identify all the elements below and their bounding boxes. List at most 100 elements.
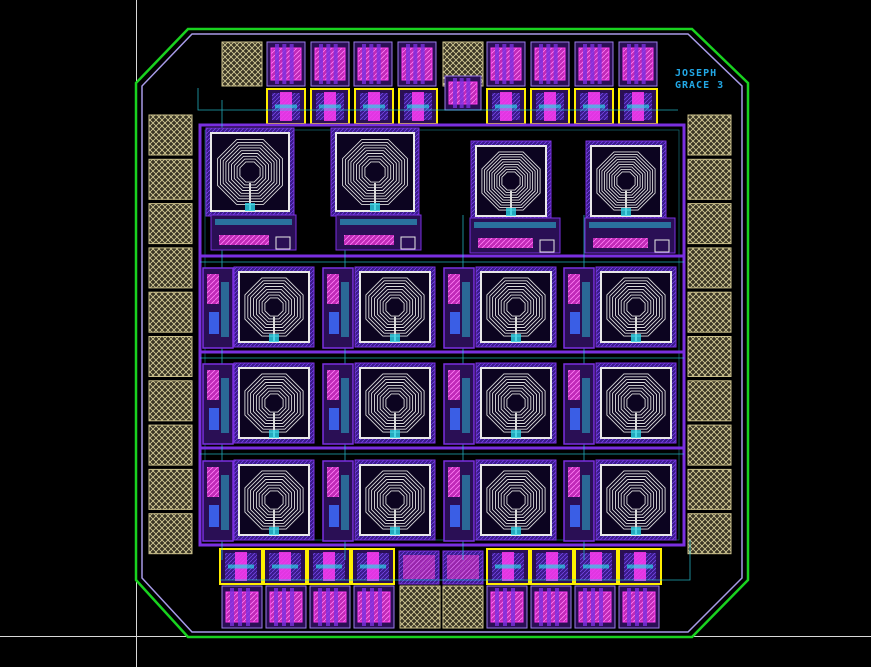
transistor-cell-icon[interactable]	[443, 267, 475, 349]
core-region	[198, 123, 686, 547]
io-cell[interactable]	[309, 585, 351, 629]
octagonal-spiral-inductor-icon[interactable]	[354, 266, 436, 348]
inductor-turn	[598, 153, 654, 209]
bond-pad-icon[interactable]	[148, 203, 193, 245]
transistor-cell-icon[interactable]	[310, 88, 350, 125]
io-cell[interactable]	[397, 41, 437, 87]
transistor-cell-icon[interactable]	[307, 548, 351, 585]
io-cell[interactable]	[353, 585, 395, 629]
octagonal-spiral-inductor-icon[interactable]	[475, 459, 557, 541]
transistor-cell-icon[interactable]	[530, 88, 570, 125]
io-cell[interactable]	[530, 41, 570, 87]
io-cell[interactable]	[618, 585, 660, 629]
octagonal-spiral-inductor-icon[interactable]	[595, 266, 677, 348]
octagonal-spiral-inductor-icon[interactable]	[233, 266, 315, 348]
bond-pad-icon[interactable]	[221, 41, 263, 87]
bond-pad-icon[interactable]	[148, 114, 193, 156]
bond-pad-icon[interactable]	[148, 468, 193, 510]
bond-pad-icon[interactable]	[148, 513, 193, 555]
octagonal-spiral-inductor-icon[interactable]	[595, 459, 677, 541]
inductor-turn	[495, 286, 537, 328]
io-cell[interactable]	[444, 75, 482, 111]
io-cell[interactable]	[221, 585, 263, 629]
transistor-cell-icon[interactable]	[351, 548, 395, 585]
bond-pad-icon[interactable]	[148, 158, 193, 200]
transistor-cell-icon[interactable]	[263, 548, 307, 585]
transistor-cell-icon[interactable]	[202, 267, 234, 349]
octagonal-spiral-inductor-icon[interactable]	[475, 266, 557, 348]
io-cell[interactable]	[618, 41, 658, 87]
io-cell[interactable]	[353, 41, 393, 87]
bond-pad-icon[interactable]	[148, 336, 193, 377]
transistor-cell-icon[interactable]	[322, 363, 354, 445]
octagonal-spiral-inductor-icon[interactable]	[470, 140, 552, 222]
transistor-cell-icon[interactable]	[618, 548, 662, 585]
octagonal-spiral-inductor-icon[interactable]	[354, 362, 436, 444]
io-cell[interactable]	[486, 41, 526, 87]
transistor-cell-icon[interactable]	[202, 363, 234, 445]
octagonal-spiral-inductor-icon[interactable]	[233, 459, 315, 541]
transistor-cell-icon[interactable]	[574, 548, 618, 585]
bond-pad-icon[interactable]	[442, 585, 484, 629]
io-cell-finger	[599, 588, 603, 626]
transistor-cell-icon[interactable]	[563, 267, 595, 349]
io-cell-finger	[326, 44, 331, 84]
io-cell[interactable]	[530, 585, 572, 629]
transistor-cell-icon[interactable]	[322, 267, 354, 349]
bond-pad-icon[interactable]	[687, 247, 732, 289]
transistor-cell-icon[interactable]	[266, 88, 306, 125]
transistor-cell-icon[interactable]	[354, 88, 394, 125]
octagonal-spiral-inductor-icon[interactable]	[585, 140, 667, 222]
inductor-port	[390, 334, 400, 342]
transistor-cell-icon[interactable]	[443, 460, 475, 542]
inductor-turn	[379, 291, 411, 323]
transistor-cell-icon[interactable]	[563, 363, 595, 445]
bond-pad-icon[interactable]	[687, 424, 732, 466]
octagonal-spiral-inductor-icon[interactable]	[205, 127, 295, 217]
bond-pad-icon[interactable]	[687, 203, 732, 245]
transistor-cell-icon[interactable]	[469, 217, 561, 254]
inductor-port	[631, 430, 641, 438]
io-cell[interactable]	[266, 41, 306, 87]
octagonal-spiral-inductor-icon[interactable]	[475, 362, 557, 444]
octagonal-spiral-inductor-icon[interactable]	[330, 127, 420, 217]
bond-pad-icon[interactable]	[687, 291, 732, 333]
io-cell[interactable]	[265, 585, 307, 629]
transistor-cell-icon[interactable]	[486, 88, 526, 125]
octagonal-spiral-inductor-icon[interactable]	[233, 362, 315, 444]
transistor-cell-icon[interactable]	[219, 548, 263, 585]
transistor-cell-icon[interactable]	[486, 548, 530, 585]
transistor-cell-icon[interactable]	[202, 460, 234, 542]
transistor-cell-icon[interactable]	[335, 214, 422, 251]
octagonal-spiral-inductor-icon[interactable]	[354, 459, 436, 541]
transistor-cell-icon[interactable]	[322, 460, 354, 542]
bond-pad-icon[interactable]	[687, 468, 732, 510]
inductor-turn	[236, 158, 264, 186]
bond-pad-icon[interactable]	[687, 158, 732, 200]
io-cell-finger	[597, 44, 602, 84]
io-cell[interactable]	[574, 41, 614, 87]
io-cell[interactable]	[486, 585, 528, 629]
io-cell[interactable]	[574, 585, 616, 629]
transistor-cell-icon[interactable]	[210, 214, 297, 251]
bond-pad-icon[interactable]	[148, 380, 193, 422]
octagonal-spiral-inductor-icon[interactable]	[595, 362, 677, 444]
transistor-cell-icon[interactable]	[443, 363, 475, 445]
bond-pad-icon[interactable]	[687, 513, 732, 555]
transistor-cell-icon[interactable]	[618, 88, 658, 125]
transistor-cell-icon[interactable]	[530, 548, 574, 585]
transistor-gate	[219, 235, 269, 245]
io-cell[interactable]	[310, 41, 350, 87]
transistor-cell-icon[interactable]	[398, 88, 438, 125]
bond-pad-icon[interactable]	[148, 424, 193, 466]
transistor-cell-icon[interactable]	[584, 217, 676, 254]
transistor-cell-icon[interactable]	[563, 460, 595, 542]
bond-pad-icon[interactable]	[399, 585, 441, 629]
transistor-cell-icon[interactable]	[574, 88, 614, 125]
bond-pad-icon[interactable]	[148, 291, 193, 333]
bond-pad-icon[interactable]	[687, 380, 732, 422]
bond-pad-icon[interactable]	[687, 114, 732, 156]
bond-pad-icon[interactable]	[148, 247, 193, 289]
bond-pad-icon[interactable]	[687, 336, 732, 377]
